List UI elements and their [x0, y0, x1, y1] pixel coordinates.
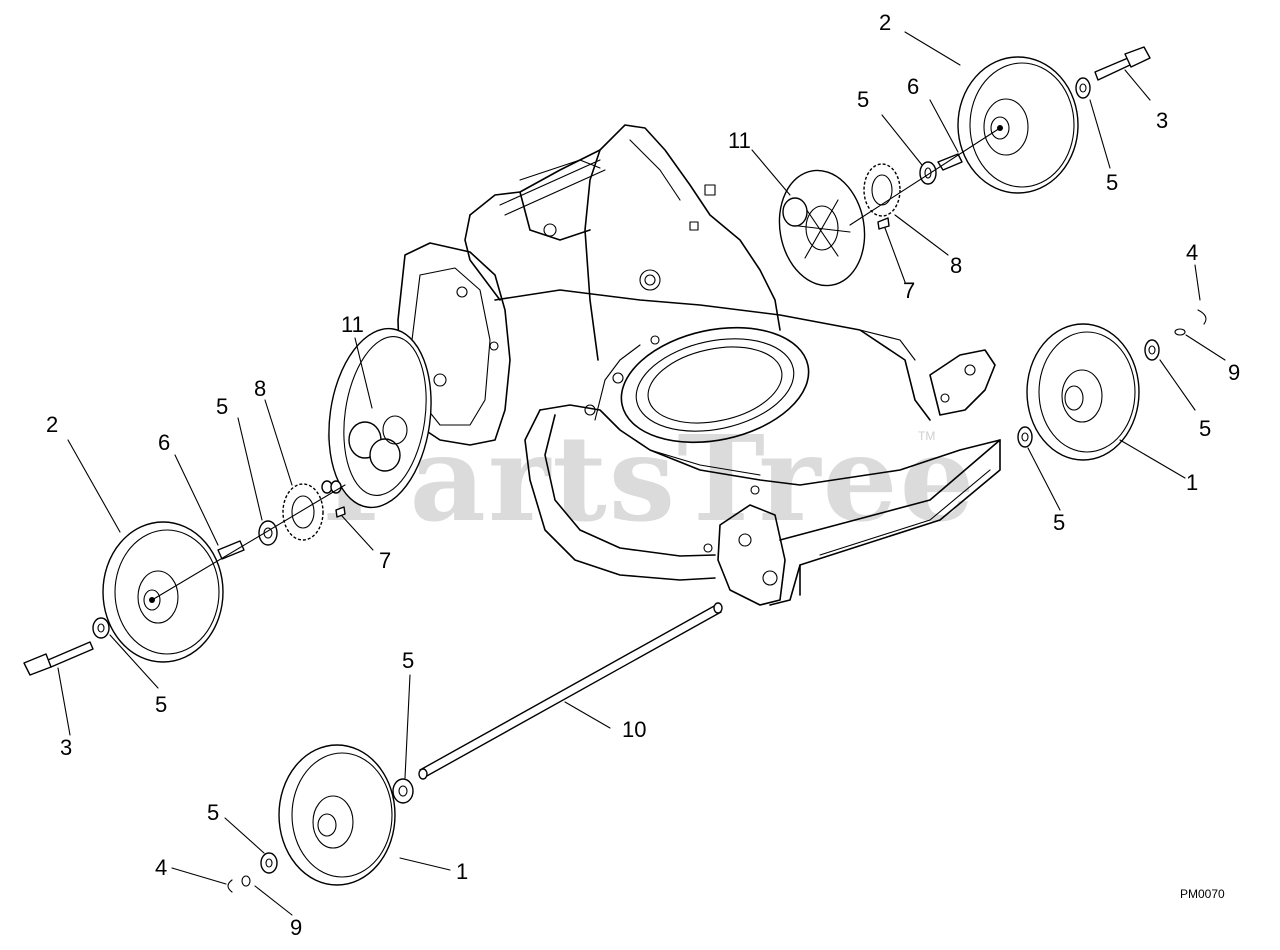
- watermark: PartsTree: [322, 409, 977, 548]
- callout-6-top: 6: [907, 74, 919, 99]
- callout-5-right-lower: 5: [1053, 510, 1065, 535]
- wheel-cover-top: [778, 169, 866, 287]
- spacer-top: [937, 153, 963, 171]
- callout-labels: 2 3 5 6 5 11 8 7 4 9 5 1 5 11 8 5 2 6 7 …: [46, 10, 1240, 940]
- callout-5-left: 5: [216, 394, 228, 419]
- pin-right: [1174, 328, 1186, 336]
- front-axle: [418, 602, 723, 780]
- gear-top: [863, 163, 901, 217]
- bearing-bottom: [392, 778, 414, 804]
- callout-5-right: 5: [1199, 416, 1211, 441]
- drawing-code: PM0070: [1180, 887, 1225, 901]
- callout-5-bottom: 5: [402, 648, 414, 673]
- mower-deck: [397, 124, 1001, 606]
- callout-7-top: 7: [903, 278, 915, 303]
- rear-wheel-right: [957, 56, 1079, 194]
- front-wheel-left: [278, 744, 396, 886]
- watermark-trademark: TM: [918, 429, 935, 443]
- callout-5-bottom-left: 5: [207, 800, 219, 825]
- callout-6-left: 6: [158, 430, 170, 455]
- callout-1-bottom: 1: [456, 859, 468, 884]
- rear-wheel-left: [102, 521, 224, 663]
- bolt-top: [1094, 46, 1151, 81]
- pin-bottom: [241, 875, 251, 887]
- callout-11-top: 11: [728, 128, 751, 153]
- callout-8-top: 8: [950, 253, 962, 278]
- front-wheel-right: [1026, 323, 1140, 461]
- bearing-top-right: [1075, 77, 1091, 99]
- callout-3-top: 3: [1156, 108, 1168, 133]
- clip-bottom: [227, 879, 233, 893]
- clip-right: [1197, 309, 1207, 325]
- wheel-cover-left: [328, 327, 432, 509]
- bearing-left: [258, 520, 278, 546]
- callout-2-top: 2: [879, 10, 891, 35]
- callout-4-right: 4: [1186, 240, 1198, 265]
- callout-10: 10: [622, 717, 646, 742]
- callout-5-left-lower: 5: [155, 692, 167, 717]
- pin-left-b: [335, 506, 346, 518]
- leader-lines: [57, 31, 1226, 916]
- callout-2-left: 2: [46, 412, 58, 437]
- callout-1-right: 1: [1186, 470, 1198, 495]
- callout-9-right: 9: [1228, 360, 1240, 385]
- bearing-left-lower: [92, 617, 110, 639]
- spacer-left: [217, 540, 245, 560]
- callout-7-left: 7: [379, 548, 391, 573]
- bolt-left: [23, 641, 94, 676]
- bearing-bottom-left: [260, 852, 278, 874]
- callout-9-bottom: 9: [290, 915, 302, 940]
- callout-8-left: 8: [254, 376, 266, 401]
- gear-left: [282, 483, 324, 541]
- bearing-right-inner: [1017, 426, 1033, 448]
- pin-top: [877, 217, 890, 230]
- callout-3-left: 3: [60, 735, 72, 760]
- callout-5-top-right: 5: [1106, 170, 1118, 195]
- callout-5-top: 5: [857, 87, 869, 112]
- bearing-right-outer: [1144, 339, 1160, 361]
- callout-4-bottom: 4: [155, 855, 167, 880]
- callout-11-left: 11: [341, 312, 364, 337]
- bearing-top: [919, 161, 937, 185]
